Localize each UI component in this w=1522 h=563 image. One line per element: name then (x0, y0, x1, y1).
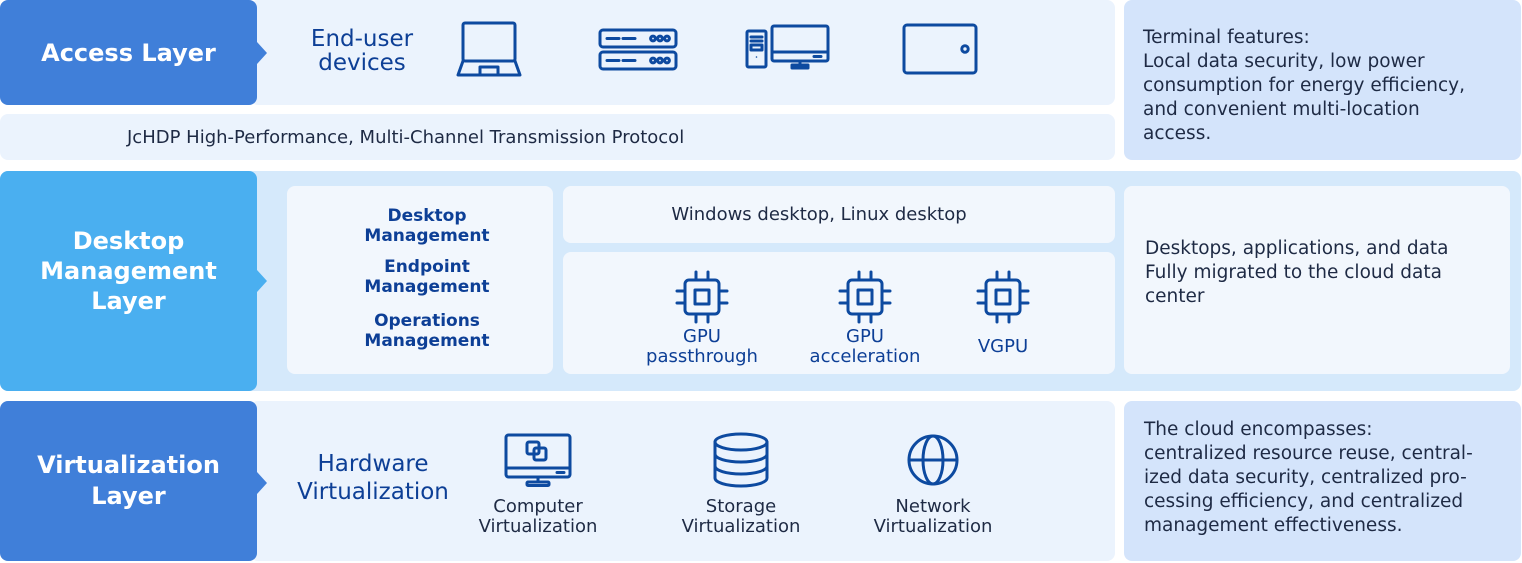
virtualization-item: Computer Virtualization (463, 432, 613, 537)
gpu-label-line: acceleration (809, 346, 921, 367)
info-line: Fully migrated to the cloud data (1145, 262, 1442, 283)
label-line: Management (40, 257, 217, 285)
management-line: Desktop (387, 206, 467, 226)
item-label-line: Virtualization (873, 516, 993, 537)
item-label-line: Virtualization (478, 516, 598, 537)
heading-line: Virtualization (297, 479, 449, 505)
cloud-migration-box: Desktops, applications, and data Fully m… (1124, 186, 1510, 374)
computer-virtualization-icon (504, 433, 572, 487)
gpu-label-line: passthrough (646, 346, 758, 367)
desktop-os-panel: Windows desktop, Linux desktop (563, 186, 1115, 243)
info-line: ized data security, centralized pro- (1144, 467, 1467, 488)
item-label-line: Storage (705, 496, 777, 517)
item-label-line: Network (895, 496, 971, 517)
heading-line: devices (318, 50, 406, 76)
end-user-devices-heading: End-user devices (292, 27, 432, 75)
item-label-line: Virtualization (681, 516, 801, 537)
protocol-bar: JcHDP High-Performance, Multi-Channel Tr… (0, 114, 1115, 160)
info-line: Local data security, low power (1143, 51, 1425, 72)
access-layer-label: Access Layer (0, 0, 267, 105)
heading-line: Hardware (317, 451, 429, 477)
virtualization-item: Storage Virtualization (666, 432, 816, 537)
desktop-layer-label: Desktop Management Layer (0, 171, 267, 391)
management-line: Management (364, 331, 490, 351)
gpu-item: GPU passthrough (627, 270, 777, 367)
management-panel (287, 186, 553, 374)
virtualization-item: Network Virtualization (858, 432, 1008, 537)
info-line: centralized resource reuse, central- (1144, 443, 1473, 464)
virtualization-content-panel (250, 401, 1115, 561)
info-line: cessing efficiency, and centralized (1144, 491, 1464, 512)
gpu-chip-icon (838, 270, 892, 324)
server-icon (598, 28, 678, 72)
desktop-computer-icon (745, 24, 831, 70)
cloud-encompasses-box: The cloud encompasses: centralized resou… (1124, 401, 1521, 561)
storage-database-icon (713, 432, 769, 488)
arrow-right-icon (257, 472, 267, 494)
info-line: consumption for energy efficiency, (1143, 75, 1466, 96)
management-item: Operations Management (287, 311, 567, 351)
tablet-icon (902, 23, 978, 75)
management-line: Operations (374, 311, 480, 331)
label-line: Virtualization (37, 451, 220, 479)
info-line: and convenient multi-location (1143, 99, 1420, 120)
protocol-text: JcHDP High-Performance, Multi-Channel Tr… (127, 126, 685, 148)
info-title: The cloud encompasses: (1144, 419, 1373, 440)
gpu-chip-icon (675, 270, 729, 324)
label-line: Layer (91, 287, 166, 315)
gpu-panel (563, 252, 1115, 374)
info-line: access. (1143, 123, 1212, 144)
arrow-right-icon (257, 270, 267, 292)
hardware-virtualization-heading: Hardware Virtualization (283, 450, 463, 506)
info-line: center (1145, 286, 1205, 307)
label-line: Layer (91, 482, 166, 510)
gpu-item: VGPU (928, 270, 1078, 357)
gpu-item: GPU acceleration (790, 270, 940, 367)
gpu-label-line: VGPU (977, 336, 1029, 357)
label-line: Desktop (72, 227, 185, 255)
info-title: Terminal features: (1143, 27, 1310, 48)
laptop-icon (455, 20, 523, 78)
virtualization-layer-label: Virtualization Layer (0, 401, 267, 561)
desktop-os-text: Windows desktop, Linux desktop (671, 204, 967, 225)
item-label-line: Computer (493, 496, 583, 517)
management-line: Management (364, 277, 490, 297)
info-line: Desktops, applications, and data (1145, 238, 1449, 259)
management-item: Endpoint Management (287, 257, 567, 297)
network-globe-icon (907, 434, 959, 486)
gpu-label-line: GPU (683, 326, 721, 347)
management-line: Management (364, 226, 490, 246)
terminal-features-box: Terminal features: Local data security, … (1124, 0, 1521, 160)
access-content-panel (250, 0, 1115, 105)
info-line: management effectiveness. (1144, 515, 1403, 536)
arrow-right-icon (257, 41, 267, 64)
access-layer-title: Access Layer (41, 38, 216, 67)
heading-line: End-user (310, 26, 414, 52)
management-item: Desktop Management (287, 206, 567, 246)
gpu-label-line: GPU (846, 326, 884, 347)
gpu-chip-icon (976, 270, 1030, 324)
management-line: Endpoint (384, 257, 470, 277)
